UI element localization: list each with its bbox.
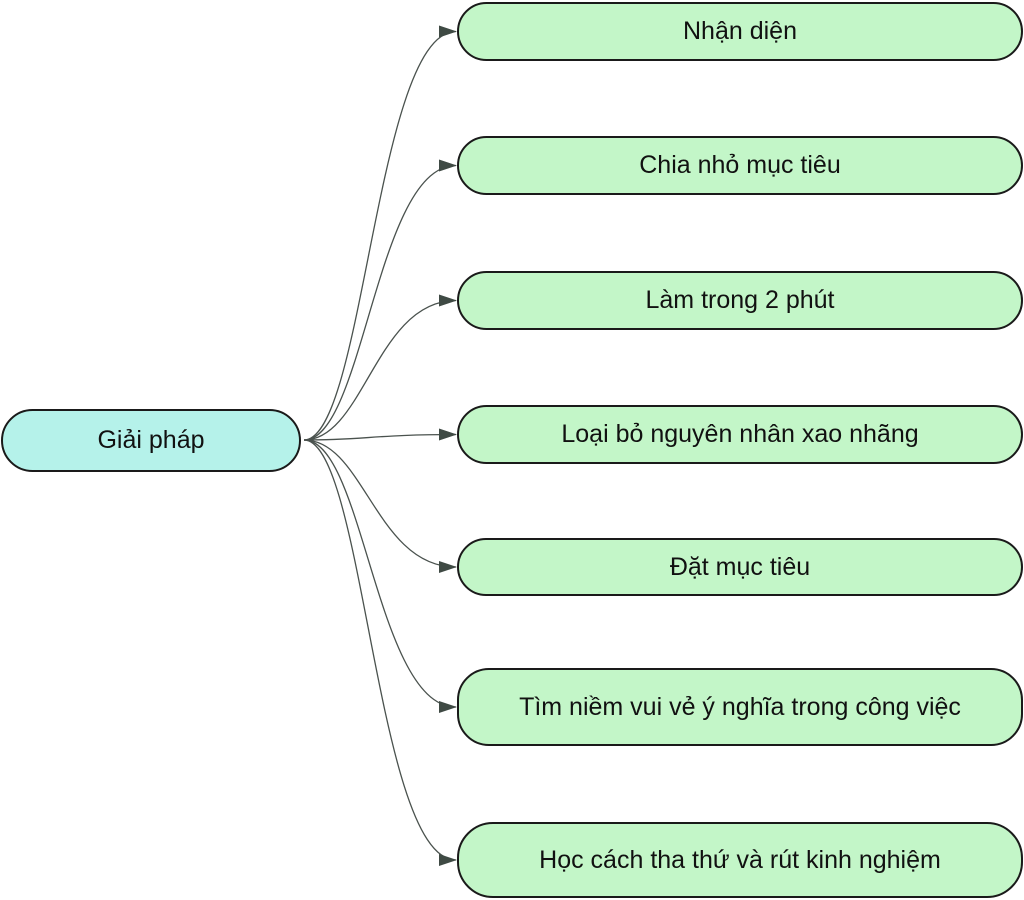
child-node-label: Đặt mục tiêu [669,552,811,581]
edge-arrow-6 [303,439,457,713]
edge-arrow-1 [303,25,457,441]
root-node[interactable]: Giải pháp [1,409,301,472]
child-node-1[interactable]: Nhận diện [457,2,1023,61]
edge-arrow-2 [303,159,457,441]
child-node-3[interactable]: Làm trong 2 phút [457,271,1023,330]
child-node-2[interactable]: Chia nhỏ mục tiêu [457,136,1023,195]
child-node-4[interactable]: Loại bỏ nguyên nhân xao nhãng [457,405,1023,464]
child-node-label: Loại bỏ nguyên nhân xao nhãng [561,420,919,448]
root-node-label: Giải pháp [97,426,205,454]
edge-arrow-7 [303,439,457,866]
child-node-label: Nhận diện [683,17,797,45]
child-node-6[interactable]: Tìm niềm vui vẻ ý nghĩa trong công việc [457,668,1023,746]
child-node-label: Chia nhỏ mục tiêu [639,151,841,179]
child-node-label: Tìm niềm vui vẻ ý nghĩa trong công việc [519,692,961,721]
edge-arrow-4 [303,428,457,441]
child-node-label: Học cách tha thứ và rút kinh nghiệm [539,845,941,874]
edge-arrow-3 [303,294,457,441]
child-node-label: Làm trong 2 phút [645,286,835,314]
edge-arrow-5 [303,439,457,573]
child-node-5[interactable]: Đặt mục tiêu [457,538,1023,596]
child-node-7[interactable]: Học cách tha thứ và rút kinh nghiệm [457,822,1023,898]
